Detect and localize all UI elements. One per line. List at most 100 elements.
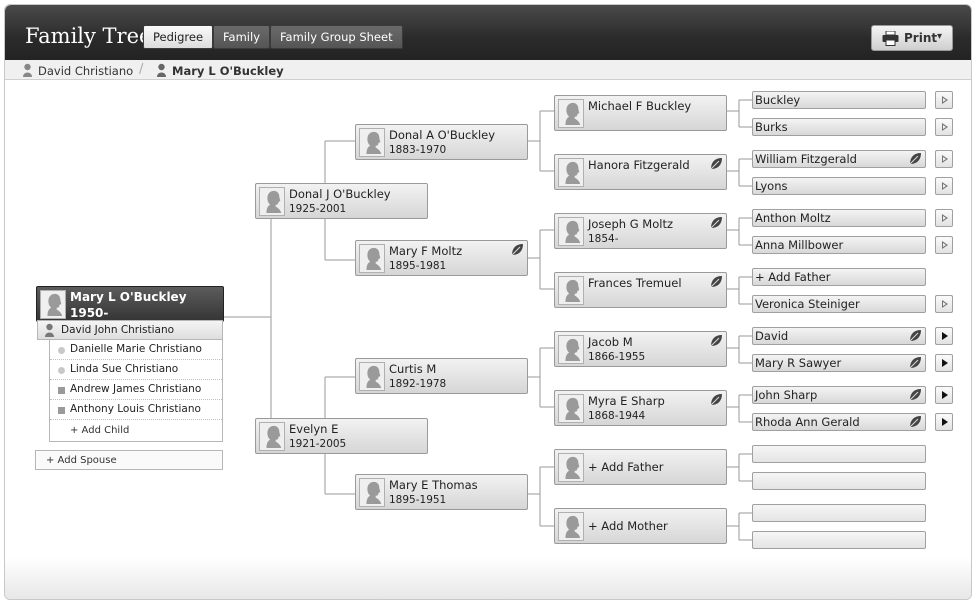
person-silhouette-icon <box>359 478 385 507</box>
empty-ancestor-slot[interactable] <box>752 472 926 490</box>
add-child-label: + Add Child <box>70 425 130 436</box>
print-caret-icon: ▾ <box>937 31 943 42</box>
person-name: Rhoda Ann Gerald <box>755 415 860 429</box>
leaf-hint-icon[interactable] <box>908 151 923 166</box>
empty-ancestor-slot[interactable] <box>752 531 926 549</box>
ancestor-slot[interactable]: Burks <box>752 118 926 136</box>
ancestor-slot[interactable]: John Sharp <box>752 386 926 404</box>
empty-ancestor-slot[interactable] <box>752 504 926 522</box>
leaf-hint-icon[interactable] <box>709 392 724 407</box>
add-child-button[interactable]: + Add Child <box>50 420 222 442</box>
expand-arrow-icon[interactable] <box>935 209 953 227</box>
expand-arrow-icon[interactable] <box>935 150 953 168</box>
tab-family[interactable]: Family <box>213 25 271 49</box>
female-marker-icon <box>58 347 65 354</box>
add-father-label: + Add Father <box>588 460 664 474</box>
ancestor-slot[interactable]: Anthon Moltz <box>752 209 926 227</box>
add-father-slot[interactable]: + Add Father <box>752 268 926 286</box>
leaf-hint-icon[interactable] <box>709 156 724 171</box>
person-silhouette-icon <box>558 158 584 187</box>
print-label: Print <box>904 31 938 45</box>
person-name: Joseph G Moltz <box>588 217 674 231</box>
ancestor-slot[interactable]: David <box>752 327 926 345</box>
great-grandparent-box[interactable]: Michael F Buckley <box>554 95 727 131</box>
person-name: Mary F Moltz <box>389 244 463 258</box>
person-name: Mary E Thomas <box>389 478 478 492</box>
empty-ancestor-slot[interactable] <box>752 445 926 463</box>
person-name: Michael F Buckley <box>588 99 692 113</box>
tab-pedigree[interactable]: Pedigree <box>143 25 214 49</box>
paternal-grandfather-box[interactable]: Donal A O'Buckley 1883-1970 <box>355 124 528 160</box>
expand-arrow-icon[interactable] <box>935 118 953 136</box>
person-silhouette-icon <box>558 217 584 246</box>
add-mother-box[interactable]: + Add Mother <box>554 508 727 544</box>
ancestor-slot[interactable]: William Fitzgerald <box>752 150 926 168</box>
person-name: William Fitzgerald <box>755 152 857 166</box>
person-name: Burks <box>755 120 788 134</box>
maternal-grandmother-box[interactable]: Mary E Thomas 1895-1951 <box>355 474 528 510</box>
leaf-hint-icon[interactable] <box>709 333 724 348</box>
person-dates: 1866-1955 <box>588 351 646 363</box>
great-grandparent-box[interactable]: Jacob M 1866-1955 <box>554 331 727 367</box>
expand-arrow-icon[interactable] <box>935 354 953 372</box>
root-person-name: Mary L O'Buckley <box>70 290 187 304</box>
person-dates: 1868-1944 <box>588 410 646 422</box>
mother-box[interactable]: Evelyn E 1921-2005 <box>255 418 428 454</box>
leaf-hint-icon[interactable] <box>709 274 724 289</box>
leaf-hint-icon[interactable] <box>908 414 923 429</box>
header-bar: Family Tree Pedigree Family Family Group… <box>5 5 971 60</box>
person-name: Buckley <box>755 93 801 107</box>
leaf-hint-icon[interactable] <box>908 387 923 402</box>
breadcrumb-item-david[interactable]: David Christiano <box>38 64 134 78</box>
breadcrumb-item-current: Mary L O'Buckley <box>172 64 284 78</box>
male-marker-icon <box>58 407 65 414</box>
ancestor-slot[interactable]: Veronica Steiniger <box>752 295 926 313</box>
ancestor-slot[interactable]: Anna Millbower <box>752 236 926 254</box>
add-father-box[interactable]: + Add Father <box>554 449 727 485</box>
child-name: Andrew James Christiano <box>70 383 202 395</box>
breadcrumb-separator: / <box>139 62 144 77</box>
person-name: Jacob M <box>588 335 633 349</box>
person-name: Myra E Sharp <box>588 394 665 408</box>
child-row[interactable]: Andrew James Christiano <box>50 380 222 400</box>
expand-arrow-icon[interactable] <box>935 236 953 254</box>
person-silhouette-icon <box>259 187 285 216</box>
child-row[interactable]: Anthony Louis Christiano <box>50 400 222 420</box>
person-icon <box>157 63 166 77</box>
leaf-hint-icon[interactable] <box>908 328 923 343</box>
leaf-hint-icon[interactable] <box>908 355 923 370</box>
leaf-hint-icon[interactable] <box>709 215 724 230</box>
great-grandparent-box[interactable]: Joseph G Moltz 1854- <box>554 213 727 249</box>
add-spouse-button[interactable]: + Add Spouse <box>35 450 223 470</box>
ancestor-slot[interactable]: Mary R Sawyer <box>752 354 926 372</box>
expand-arrow-icon[interactable] <box>935 413 953 431</box>
expand-arrow-icon[interactable] <box>935 91 953 109</box>
child-row[interactable]: Linda Sue Christiano <box>50 360 222 380</box>
expand-arrow-icon[interactable] <box>935 386 953 404</box>
ancestor-slot[interactable]: Rhoda Ann Gerald <box>752 413 926 431</box>
person-name: Anna Millbower <box>755 238 844 252</box>
print-button[interactable]: Print ▾ <box>871 25 953 51</box>
great-grandparent-box[interactable]: Frances Tremuel <box>554 272 727 308</box>
root-person-box[interactable]: Mary L O'Buckley 1950- <box>36 286 224 322</box>
great-grandparent-box[interactable]: Myra E Sharp 1868-1944 <box>554 390 727 426</box>
person-silhouette-icon <box>359 128 385 157</box>
father-box[interactable]: Donal J O'Buckley 1925-2001 <box>255 183 428 219</box>
paternal-grandmother-box[interactable]: Mary F Moltz 1895-1981 <box>355 240 528 276</box>
ancestor-slot[interactable]: Lyons <box>752 177 926 195</box>
maternal-grandfather-box[interactable]: Curtis M 1892-1978 <box>355 358 528 394</box>
expand-arrow-icon[interactable] <box>935 327 953 345</box>
person-icon <box>23 63 32 77</box>
expand-arrow-icon[interactable] <box>935 295 953 313</box>
child-row[interactable]: Danielle Marie Christiano <box>50 340 222 360</box>
leaf-hint-icon[interactable] <box>510 242 525 257</box>
great-grandparent-box[interactable]: Hanora Fitzgerald <box>554 154 727 190</box>
person-dates: 1921-2005 <box>289 438 347 450</box>
breadcrumb: David Christiano / Mary L O'Buckley <box>5 60 971 80</box>
tab-family-group-sheet[interactable]: Family Group Sheet <box>270 25 403 49</box>
spouse-row[interactable]: David John Christiano <box>37 320 223 340</box>
child-name: Danielle Marie Christiano <box>70 343 202 355</box>
expand-arrow-icon[interactable] <box>935 177 953 195</box>
person-silhouette-icon <box>359 362 385 391</box>
ancestor-slot[interactable]: Buckley <box>752 91 926 109</box>
